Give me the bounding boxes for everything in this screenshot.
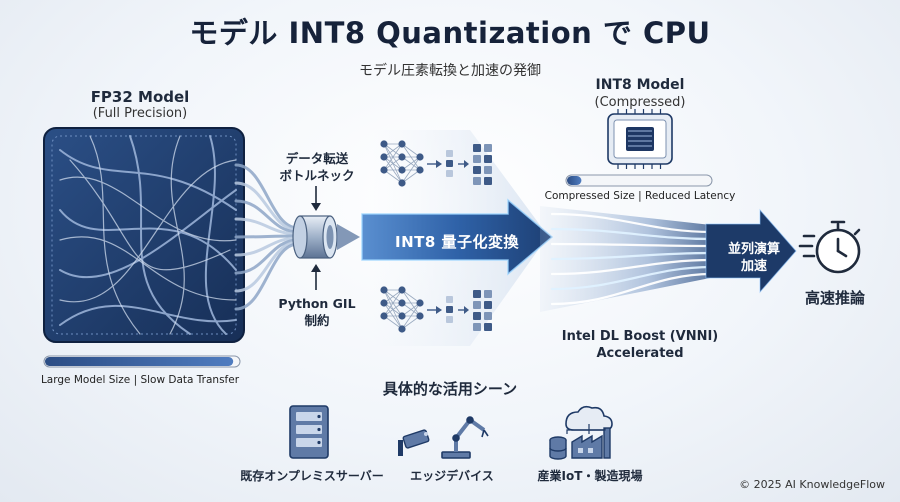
fp32-model-subtitle: (Full Precision) [92, 106, 188, 121]
use-case-title: 具体的な活用シーン [382, 380, 518, 398]
int8-size-bar [565, 174, 713, 187]
server-rack-icon [289, 405, 329, 459]
parallel-flow-lines [550, 212, 714, 306]
neural-net-top [380, 140, 492, 187]
bottleneck-label-line1: データ転送 [285, 151, 349, 166]
gil-label-line1: Python GIL [278, 296, 356, 311]
fp32-bar-label: Large Model Size | Slow Data Transfer [40, 374, 240, 386]
factory-icon [571, 427, 611, 459]
parallel-label-line1: 並列演算 [727, 242, 780, 257]
page-title: モデル INT8 Quantization で CPU [189, 16, 711, 50]
neural-net-bottom [380, 286, 492, 333]
bottleneck-label: データ転送 ボトルネック [262, 150, 372, 184]
security-camera-icon [398, 429, 430, 456]
use-case-label-iot: 産業IoT・製造現場 [537, 469, 643, 483]
robot-arm-icon [441, 416, 489, 459]
bottleneck-pipe [292, 215, 360, 259]
parallel-accel-arrow [705, 208, 797, 294]
parallel-flow-fan [540, 206, 720, 312]
use-case-label-edge: エッジデバイス [410, 469, 494, 483]
stopwatch-icon [798, 220, 861, 274]
parallel-accel-label: 並列演算 加速 [718, 241, 790, 275]
int8-transform-arrow [361, 198, 554, 276]
fp32-chip [43, 127, 245, 343]
gil-label-line2: 制約 [304, 313, 330, 328]
int8-model-subtitle: (Compressed) [594, 95, 686, 110]
transform-arrow-label: INT8 量子化変換 [394, 233, 520, 251]
bottleneck-pointer-arrow [311, 186, 321, 211]
database-icon [549, 436, 567, 460]
bottleneck-label-line2: ボトルネック [279, 168, 355, 183]
use-case-label-server: 既存オンプレミスサーバー [240, 469, 384, 483]
fast-inference-label: 高速推論 [804, 289, 865, 307]
network-link-icon [566, 424, 606, 434]
fp32-data-streams [234, 163, 300, 311]
int8-model-title: INT8 Model [595, 77, 685, 93]
parallel-label-line2: 加速 [740, 259, 767, 274]
int8-chip [607, 109, 673, 169]
gil-pointer-arrow [311, 264, 321, 290]
vnni-label-line2: Accelerated [596, 346, 684, 361]
gil-label: Python GIL 制約 [262, 295, 372, 329]
copyright-footer: © 2025 AI KnowledgeFlow [739, 478, 885, 491]
vnni-label: Intel DL Boost (VNNI) Accelerated [520, 328, 760, 362]
fp32-size-bar [43, 355, 241, 368]
vnni-label-line1: Intel DL Boost (VNNI) [561, 329, 719, 344]
int8-bar-label: Compressed Size | Reduced Latency [544, 190, 736, 202]
page-subtitle: モデル圧素転換と加速の発御 [359, 63, 541, 79]
fp32-model-title: FP32 Model [90, 88, 190, 106]
